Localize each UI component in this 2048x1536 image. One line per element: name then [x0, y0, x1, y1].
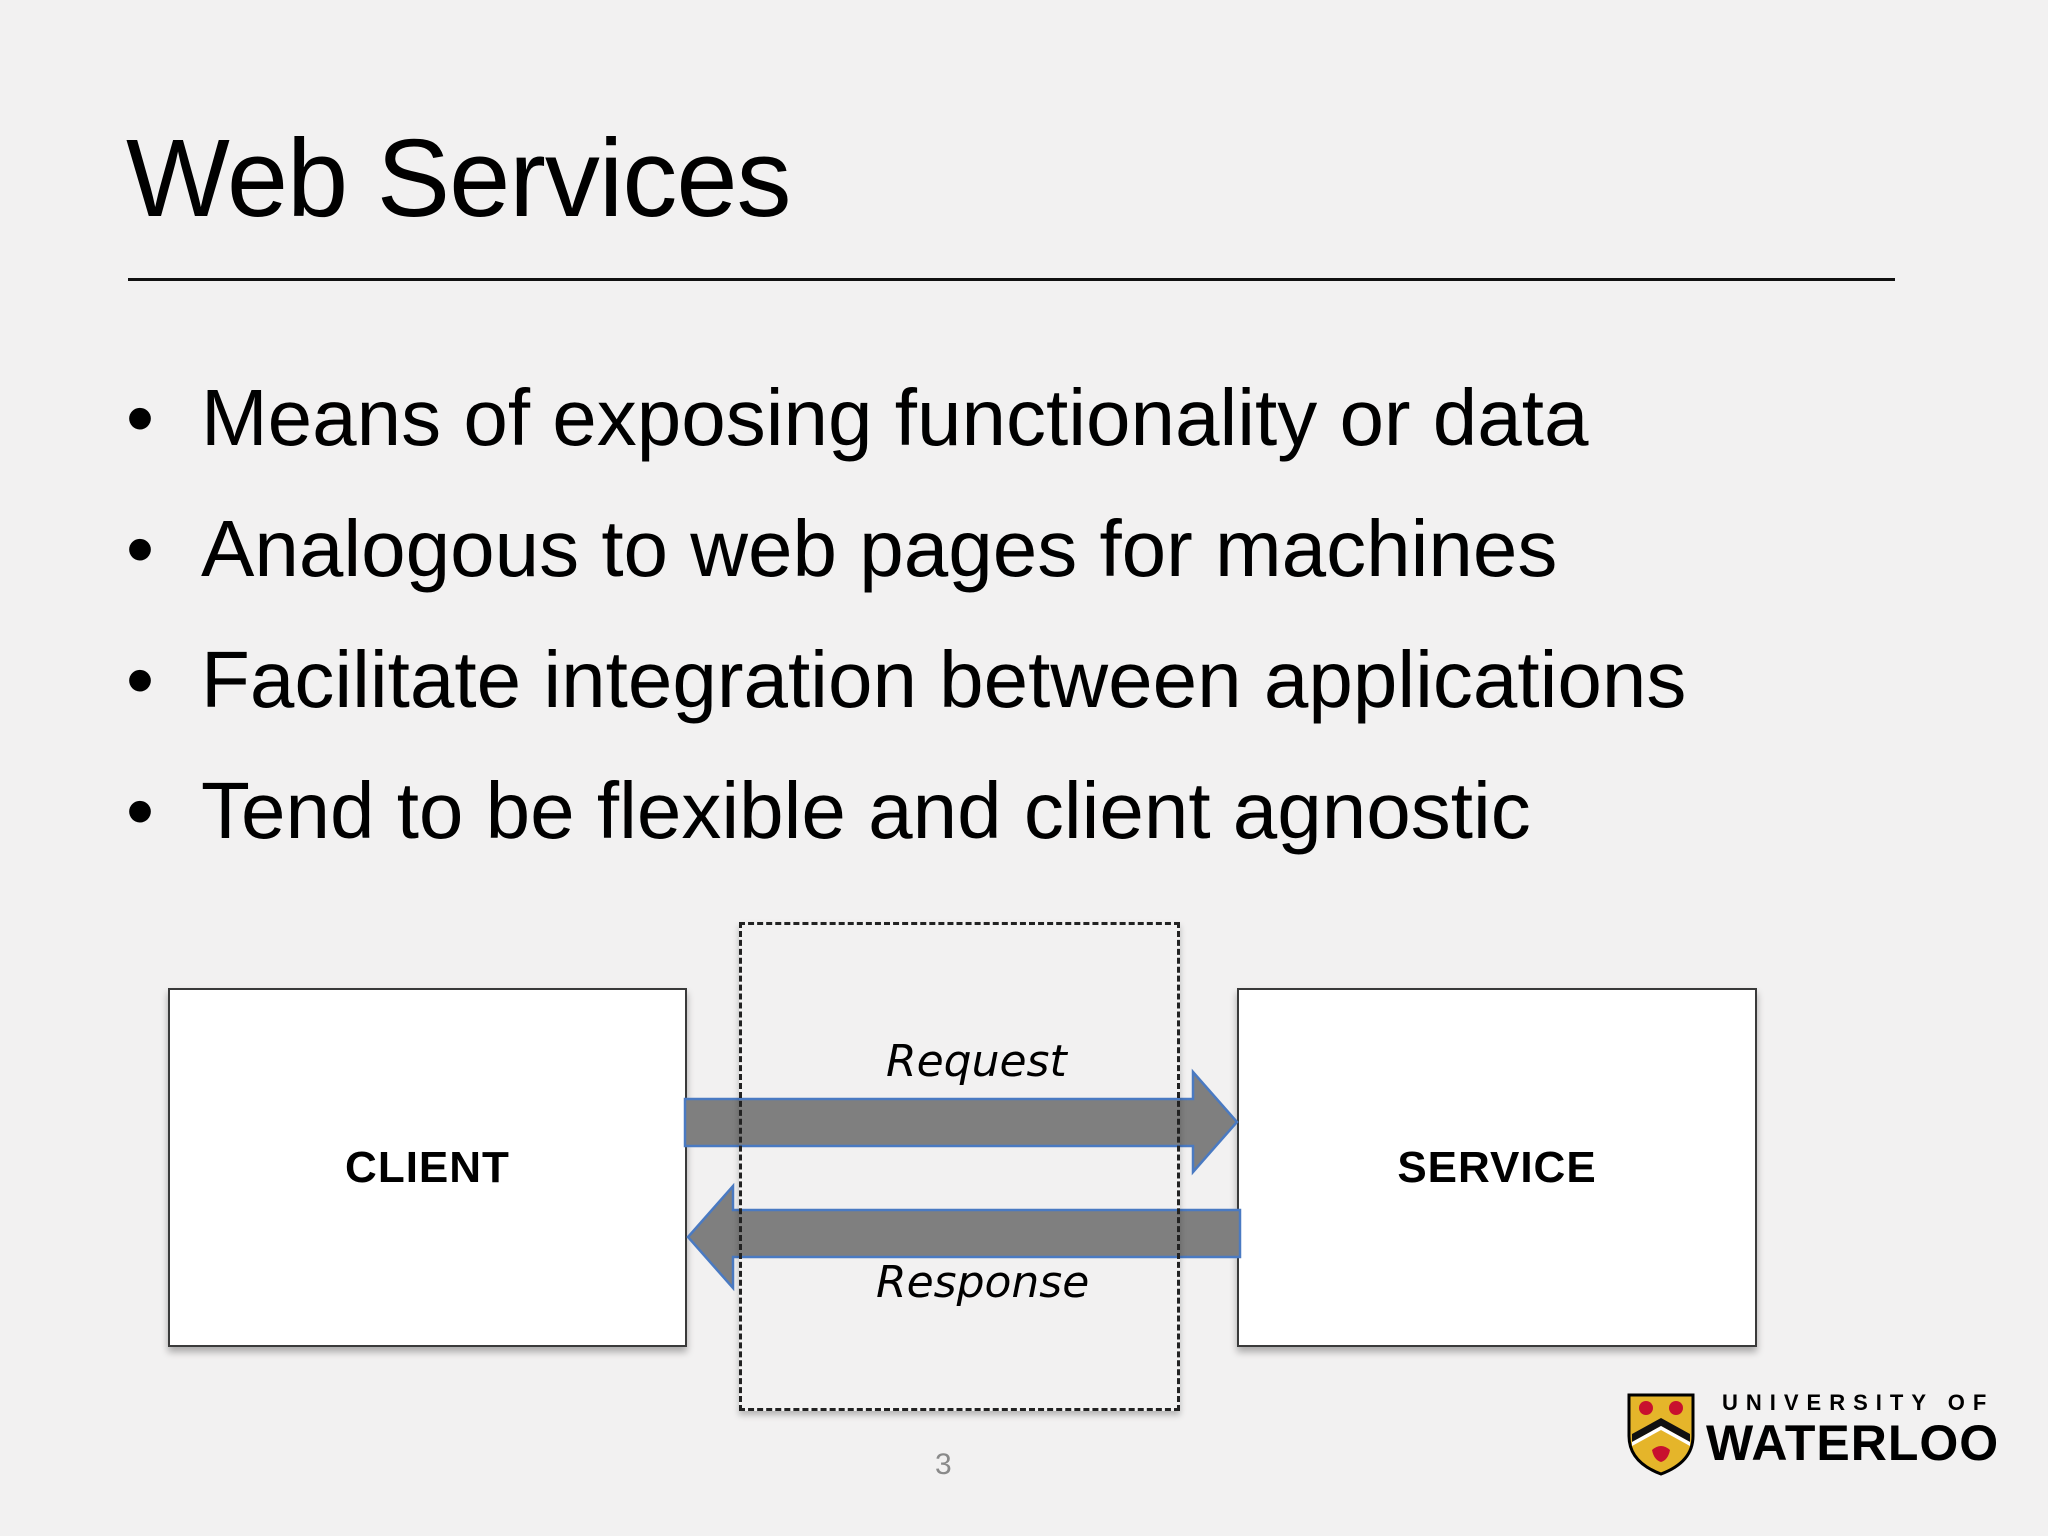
- university-shield-icon: [1627, 1393, 1695, 1476]
- response-label: Response: [876, 1257, 1090, 1308]
- bullet-text: Tend to be flexible and client agnostic: [201, 766, 1531, 855]
- bullet-text: Facilitate integration between applicati…: [201, 635, 1687, 724]
- client-label: CLIENT: [345, 1142, 510, 1192]
- slide-title: Web Services: [126, 117, 792, 240]
- title-divider: [128, 278, 1895, 281]
- service-label: SERVICE: [1397, 1142, 1597, 1192]
- bullet-dot: •: [126, 504, 155, 593]
- request-label: Request: [886, 1036, 1067, 1087]
- logo-line1: UNIVERSITY OF: [1722, 1390, 1995, 1415]
- service-box: SERVICE: [1237, 988, 1757, 1347]
- bullet-dot: •: [126, 373, 155, 462]
- network-boundary-box: [739, 922, 1180, 1411]
- logo-line2: WATERLOO: [1706, 1415, 2000, 1471]
- university-logo: UNIVERSITY OF WATERLOO: [1622, 1390, 1998, 1480]
- bullet-text: Analogous to web pages for machines: [201, 504, 1558, 593]
- bullet-dot: •: [126, 766, 155, 855]
- page-number: 3: [935, 1448, 952, 1481]
- bullet-text: Means of exposing functionality or data: [201, 373, 1589, 462]
- bullet-dot: •: [126, 635, 155, 724]
- client-box: CLIENT: [168, 988, 687, 1347]
